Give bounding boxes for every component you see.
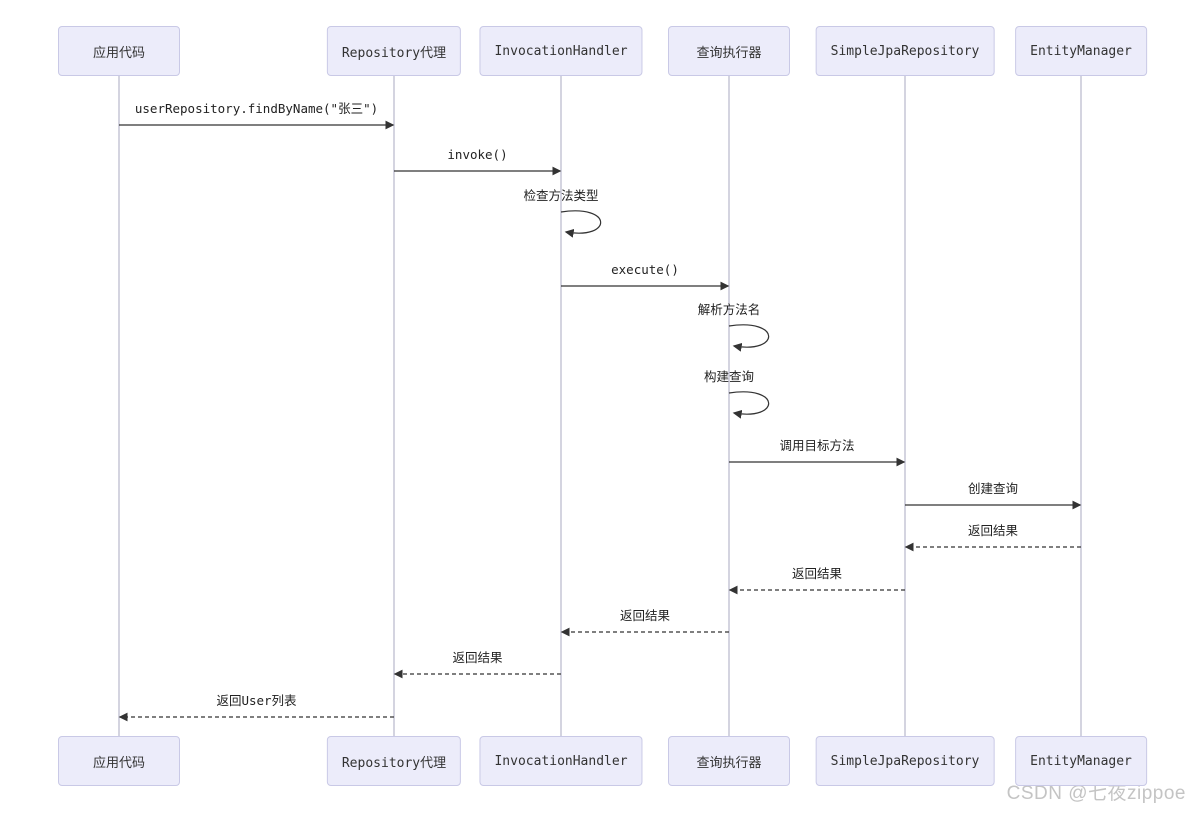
- self-message-arrow: [728, 391, 770, 419]
- message-label: 返回结果: [619, 608, 671, 623]
- participant-proxy-bottom: Repository代理: [326, 736, 462, 786]
- participant-executor-bottom: 查询执行器: [668, 736, 790, 786]
- message-label: 返回结果: [967, 523, 1019, 538]
- participant-em-bottom: EntityManager: [1015, 736, 1147, 786]
- participant-proxy-top: Repository代理: [326, 26, 462, 76]
- participant-repo-bottom: SimpleJpaRepository: [815, 736, 995, 786]
- participant-em-top: EntityManager: [1015, 26, 1147, 76]
- message-label: userRepository.findByName("张三"): [134, 101, 379, 116]
- participant-app-bottom: 应用代码: [58, 736, 180, 786]
- watermark: CSDN @七夜zippoe: [1006, 783, 1186, 804]
- message-label: 解析方法名: [697, 302, 761, 317]
- self-message-arrow: [560, 210, 602, 238]
- participant-handler-top: InvocationHandler: [479, 26, 643, 76]
- message-label: invoke(): [447, 147, 508, 162]
- self-message-arrow: [728, 324, 770, 352]
- message-label: 返回User列表: [216, 693, 297, 708]
- message-label: 检查方法类型: [523, 188, 599, 203]
- message-label: 构建查询: [703, 369, 755, 384]
- participant-repo-top: SimpleJpaRepository: [815, 26, 995, 76]
- message-label: 返回结果: [791, 566, 843, 581]
- message-label: 调用目标方法: [779, 438, 855, 453]
- participant-handler-bottom: InvocationHandler: [479, 736, 643, 786]
- message-label: execute(): [611, 262, 679, 277]
- participant-app-top: 应用代码: [58, 26, 180, 76]
- message-label: 返回结果: [452, 650, 503, 665]
- participant-executor-top: 查询执行器: [668, 26, 790, 76]
- message-label: 创建查询: [967, 481, 1019, 496]
